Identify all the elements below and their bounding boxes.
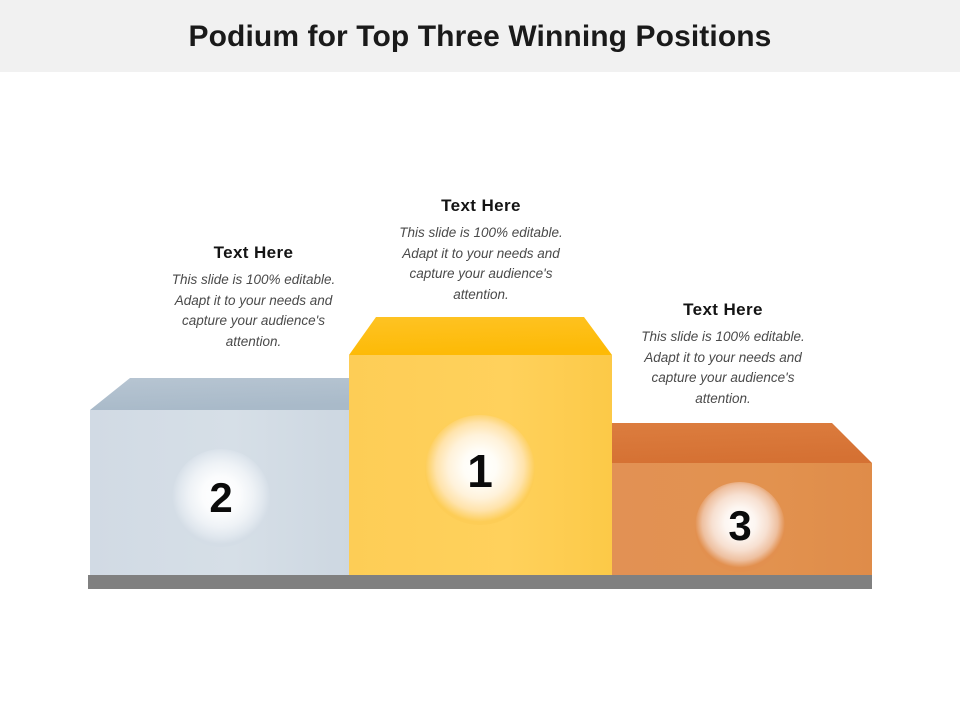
title-band: [0, 0, 960, 72]
podium-block-first[interactable]: [349, 317, 612, 575]
rank-sphere-first: [425, 415, 535, 525]
podium-block-third[interactable]: [612, 423, 872, 575]
podium-top-face-second: [90, 378, 350, 410]
callout-second-place: Text Here This slide is 100% editable. A…: [166, 243, 341, 352]
rank-number-third: 3: [728, 502, 752, 549]
callout-body-third: This slide is 100% editable. Adapt it to…: [641, 329, 805, 406]
rank-sphere-second: [172, 449, 270, 547]
rank-number-first: 1: [467, 445, 493, 497]
callout-title-first: Text Here: [441, 196, 521, 215]
podium-top-face-third: [612, 423, 872, 463]
podium-base-strip: [88, 575, 872, 589]
rank-number-second: 2: [209, 474, 233, 521]
podium-top-face-first: [349, 317, 612, 355]
callout-title-third: Text Here: [683, 300, 763, 319]
rank-sphere-third: [695, 482, 785, 572]
callout-body-second: This slide is 100% editable. Adapt it to…: [171, 272, 336, 349]
callout-third-place: Text Here This slide is 100% editable. A…: [634, 300, 812, 409]
callout-body-first: This slide is 100% editable. Adapt it to…: [399, 225, 563, 302]
callout-first-place: Text Here This slide is 100% editable. A…: [392, 196, 570, 305]
page-title: Podium for Top Three Winning Positions: [188, 20, 772, 53]
callout-title-second: Text Here: [213, 243, 294, 262]
podium-block-second[interactable]: [90, 378, 350, 575]
